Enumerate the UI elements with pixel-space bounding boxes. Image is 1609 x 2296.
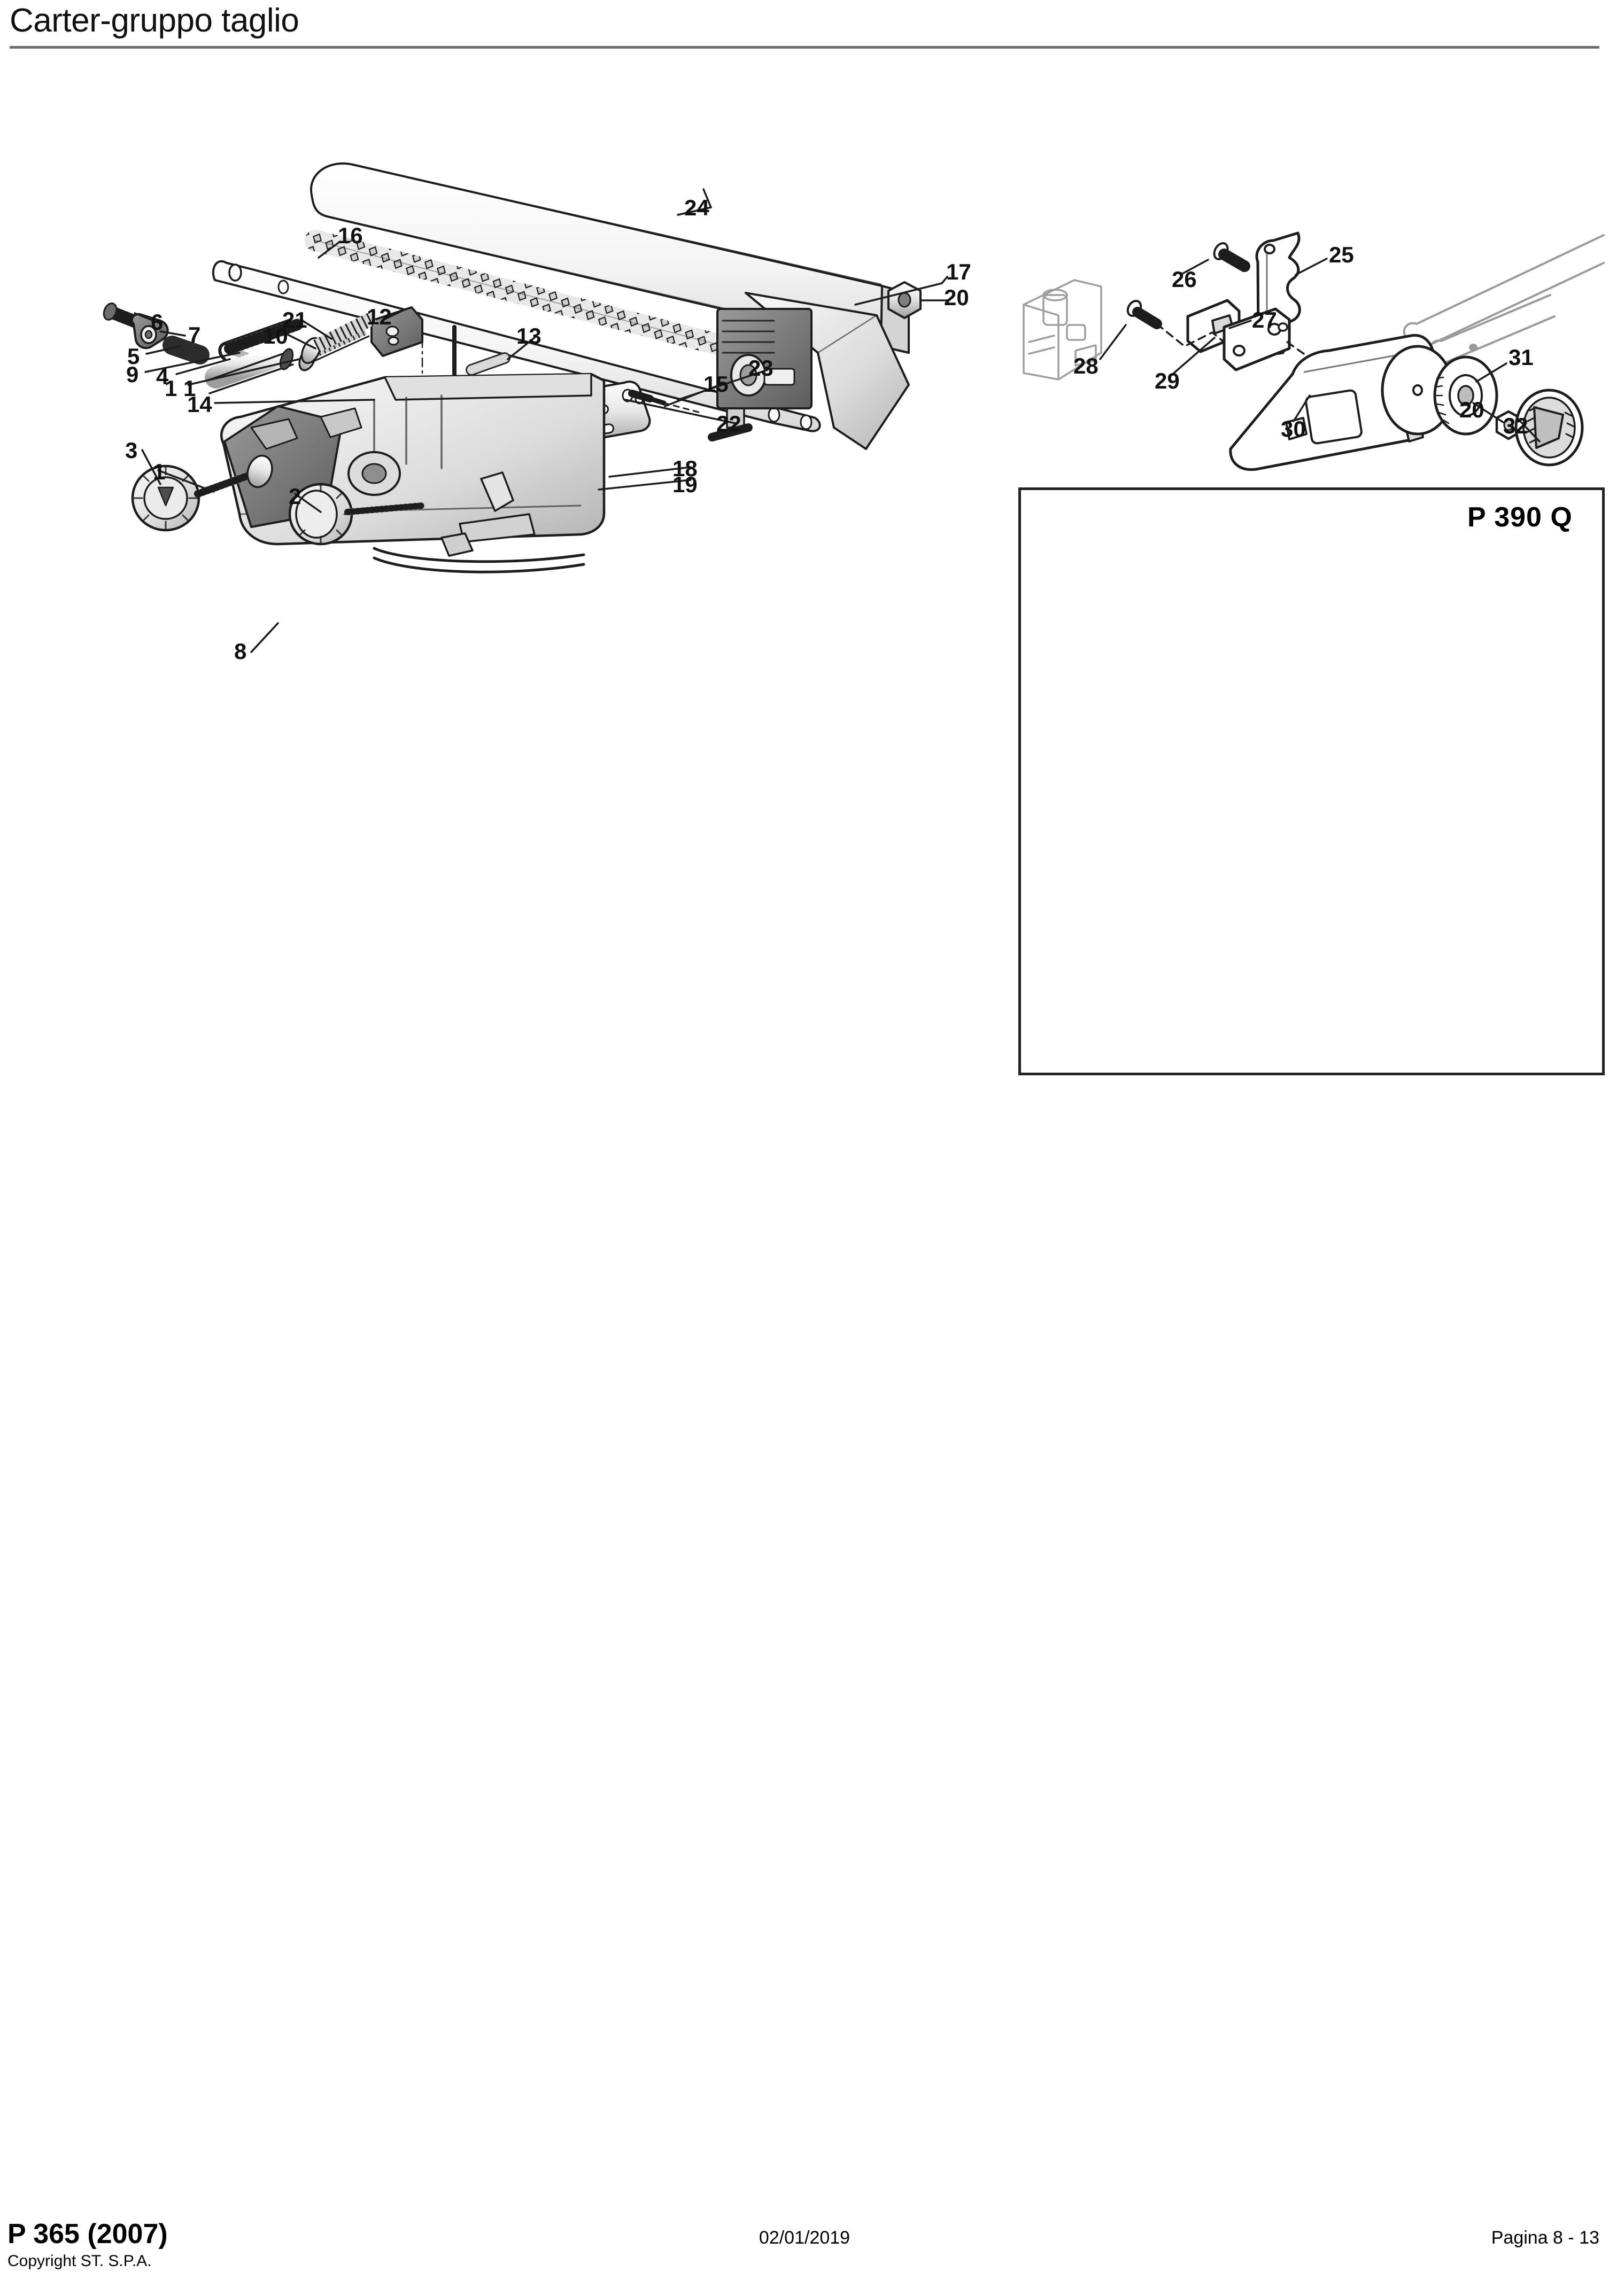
inset-panel-title: P 390 Q — [1467, 502, 1573, 533]
callout-28: 28 — [1073, 353, 1099, 378]
callout-30: 30 — [1281, 416, 1306, 441]
callout-21: 21 — [282, 307, 307, 332]
callout-10: 10 — [263, 323, 288, 348]
part-30-side-cover — [1229, 333, 1435, 471]
callout-26: 26 — [1172, 267, 1197, 292]
footer-model: P 365 (2007) — [7, 2219, 168, 2250]
callout-15: 15 — [703, 371, 729, 397]
callout-20-inset: 20 — [1459, 397, 1484, 422]
part-31-sprocket — [1381, 345, 1498, 436]
callout-7: 7 — [188, 322, 201, 347]
callout-25: 25 — [1329, 242, 1354, 267]
part-13-rod — [452, 325, 510, 424]
part-20-nut — [887, 281, 922, 319]
callout-1: 1 — [153, 459, 166, 484]
callout-27: 27 — [1252, 307, 1277, 332]
part-1-screw-shaft — [194, 454, 273, 498]
callout-2: 2 — [289, 484, 301, 509]
callout-11: 1 1 — [165, 376, 196, 401]
callout-4: 4 — [156, 364, 169, 389]
footer-page-number: Pagina 8 - 13 — [1491, 2228, 1599, 2248]
part-23-pin — [628, 390, 701, 414]
exploded-parts-diagram: 24 16 8 6 7 5 9 4 1 1 10 21 12 13 14 15 … — [0, 53, 1609, 1229]
callout-17: 17 — [946, 259, 971, 284]
footer-date: 02/01/2019 — [759, 2228, 850, 2248]
part-4-spring — [218, 318, 305, 361]
part-18-19-trim — [373, 532, 585, 573]
page-title: Carter-gruppo taglio — [10, 2, 299, 39]
inset-artwork — [1023, 231, 1605, 471]
callout-3: 3 — [125, 438, 138, 463]
page-header: Carter-gruppo taglio — [0, 0, 1609, 51]
callout-29: 29 — [1155, 368, 1180, 393]
callout-9: 9 — [126, 362, 139, 387]
callout-18: 18 — [672, 456, 698, 481]
callout-24: 24 — [684, 195, 709, 220]
callout-19: 19 — [672, 472, 698, 497]
part-32-cap — [1514, 389, 1584, 467]
page-footer: P 365 (2007) Copyright ST. S.P.A. 02/01/… — [0, 2218, 1609, 2296]
callout-6: 6 — [151, 309, 164, 335]
part-2-knob — [288, 483, 426, 546]
callout-5: 5 — [127, 344, 140, 369]
diagram-artwork — [103, 162, 1605, 653]
footer-copyright: Copyright ST. S.P.A. — [7, 2252, 152, 2270]
callout-32: 32 — [1503, 413, 1528, 438]
callout-20: 20 — [944, 285, 969, 310]
part-26-screw — [1213, 242, 1250, 272]
part-11-sleeve — [205, 343, 295, 394]
part-16-saw-chain — [305, 230, 802, 374]
callout-12: 12 — [367, 304, 392, 329]
part-28-screw — [1126, 300, 1162, 329]
callout-31: 31 — [1509, 345, 1534, 370]
part-22-carter-body — [220, 373, 606, 546]
part-3-knob — [131, 464, 200, 532]
header-divider — [10, 46, 1599, 49]
callout-8: 8 — [234, 639, 247, 664]
callout-22: 22 — [716, 411, 741, 436]
callout-14: 14 — [187, 392, 212, 417]
inset-panel-p390q — [1018, 487, 1605, 1075]
callout-13: 13 — [516, 323, 542, 348]
callout-16: 16 — [338, 223, 363, 248]
callout-23: 23 — [748, 355, 773, 381]
part-17-brake-cover — [708, 292, 910, 450]
